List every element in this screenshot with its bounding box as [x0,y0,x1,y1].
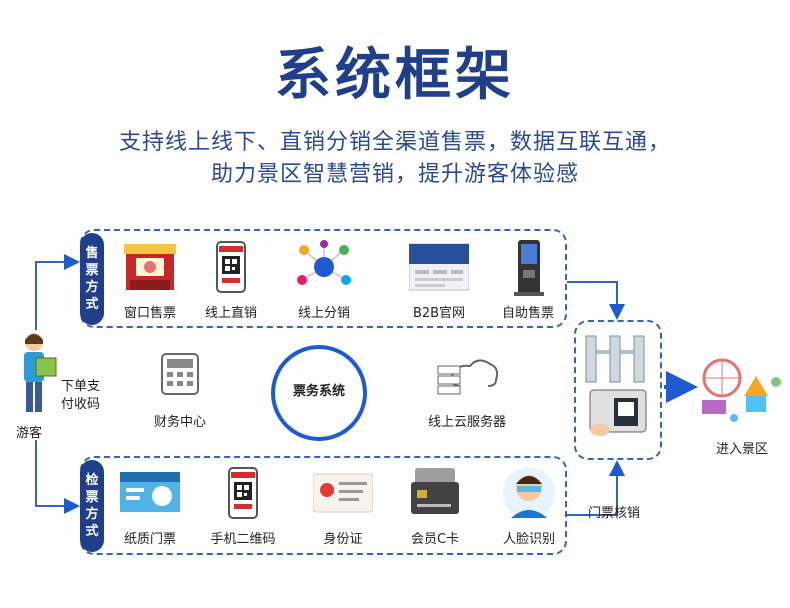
ticketing-system-ring [271,345,367,441]
turnstile-gate-icon [585,335,647,436]
tourist-label: 游客 [16,426,43,441]
website-screen-icon [408,240,470,294]
paper-ticket-icon [120,466,180,520]
sales-item-window: 窗口售票 [102,240,198,321]
finance-center-label: 财务中心 [153,415,206,430]
scenic-area [694,352,782,428]
id-card-icon [312,466,374,520]
turnstile-gate [580,326,656,454]
checkin-item-label: 人脸识别 [502,532,555,547]
line-tourist-to-sales [35,254,80,330]
page-title: 系统框架 [275,43,515,108]
line-sales-to-gate [567,281,625,320]
ticket-booth-icon [120,240,180,294]
phone-qr-icon [213,466,273,520]
tourist-figure [12,330,62,416]
enter-scenic-label: 进入景区 [716,442,769,457]
sales-item-label: 自助售票 [501,306,554,321]
checkin-item-id-card: 身份证 [295,466,391,547]
cloud-server-icon [434,352,500,396]
sales-item-label: 窗口售票 [123,306,176,321]
sales-item-label: B2B官网 [412,306,466,321]
ticket-verify-label: 门票核销 [588,506,641,521]
sales-item-b2b-website: B2B官网 [391,240,487,321]
line-tourist-to-checkin [35,440,80,514]
finance-center: 财务中心 [132,352,228,430]
phone-qr-icon [201,240,261,294]
line-checkin-to-gate [567,460,625,516]
calculator-icon [160,352,200,396]
scenic-area-icon [702,358,781,422]
ticketing-system-label: 票务系统 [292,384,345,399]
order-pay-label-line-1: 下单支 [61,379,101,394]
sales-item-online-direct: 线上直销 [183,240,279,321]
subtitle-line-1: 支持线上线下、直销分销全渠道售票，数据互联互通， [118,130,671,155]
checkin-item-label: 纸质门票 [123,532,176,547]
face-recognition-icon [499,466,559,520]
checkin-item-label: 会员C卡 [410,532,460,547]
cloud-server-label: 线上云服务器 [427,415,506,430]
checkin-methods-heading: 检票方式 [80,460,104,552]
kiosk-icon [498,240,558,296]
sales-item-label: 线上直销 [204,306,257,321]
order-pay-label-line-2: 付收码 [61,397,101,412]
sales-item-self-service: 自助售票 [480,240,576,321]
member-card-icon [405,466,465,520]
sales-item-online-distribution: 线上分销 [276,240,372,321]
checkin-item-face-recognition: 人脸识别 [481,466,577,547]
checkin-item-label: 手机二维码 [210,532,276,547]
checkin-item-paper: 纸质门票 [102,466,198,547]
cloud-server: 线上云服务器 [412,352,522,430]
checkin-item-phone-qr: 手机二维码 [195,466,291,547]
subtitle-line-2: 助力景区智慧营销，提升游客体验感 [210,162,579,187]
distribution-network-icon [294,240,354,294]
turnstile-gate-group [574,320,662,460]
tourist-icon [24,333,57,412]
sales-methods-heading: 售票方式 [80,233,104,325]
checkin-item-label: 身份证 [323,532,363,547]
sales-item-label: 线上分销 [297,306,350,321]
checkin-item-member-card: 会员C卡 [387,466,483,547]
